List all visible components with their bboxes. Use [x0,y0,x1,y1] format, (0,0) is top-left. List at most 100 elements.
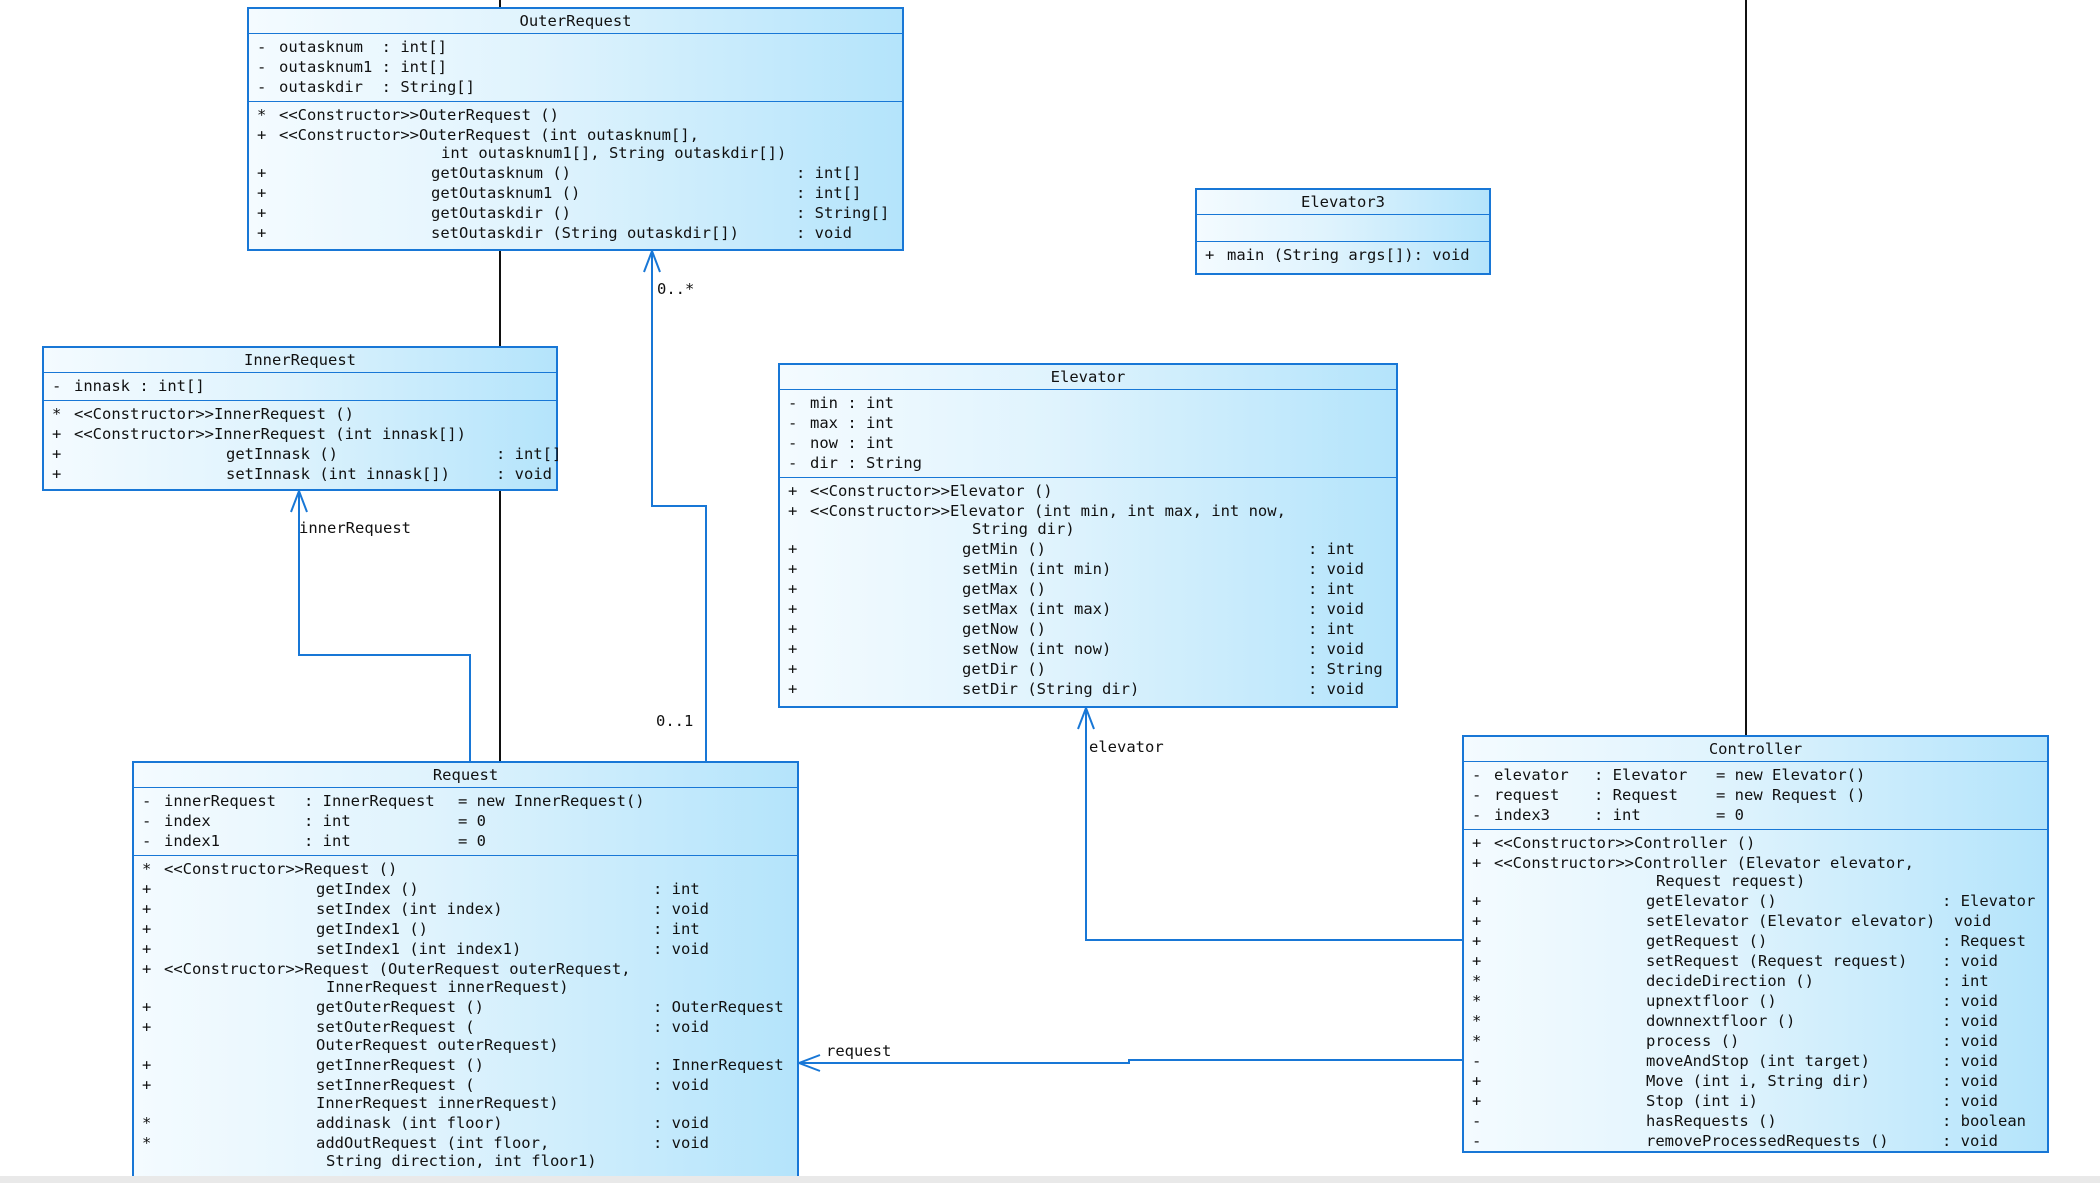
class-name: Elevator3 [1197,190,1489,215]
bottom-scroll-edge [0,1176,2100,1183]
operation-row: +getIndex (): int [142,880,700,898]
operation-row: +getOutasknum1 (): int[] [257,184,862,202]
operation-row: +getInnerRequest (): InnerRequest [142,1056,784,1074]
attributes-section: -innask : int[] [44,373,556,401]
operation-row: -hasRequests (): boolean [1472,1112,2026,1130]
class-controller[interactable]: Controller -elevator: Elevator= new Elev… [1462,735,2049,1153]
class-name: Request [134,763,797,788]
operation-row: +getElevator (): Elevator [1472,892,2036,910]
operation-row: +setIndex1 (int index1): void [142,940,709,958]
operation-row: +<<Constructor>>Elevator () [788,482,1053,500]
class-elevator3[interactable]: Elevator3 +main (String args[]): void [1195,188,1491,275]
operation-row: +setIndex (int index): void [142,900,709,918]
operation-row: +<<Constructor>>Controller (Elevator ele… [1472,854,1914,872]
multiplicity-request: 0..1 [656,712,694,730]
class-elevator[interactable]: Elevator -min : int -max : int -now : in… [778,363,1398,708]
operations-section: *<<Constructor>>OuterRequest () +<<Const… [249,102,902,247]
operation-row: +setOuterRequest (: void [142,1018,709,1036]
multiplicity-outer-request: 0..* [657,280,695,298]
attribute-row: -outasknum : int[] [257,38,447,56]
operations-section: +<<Constructor>>Controller () +<<Constru… [1464,830,2047,1155]
operation-row-continued: int outasknum1[], String outaskdir[]) [441,144,787,162]
attribute-row: -elevator: Elevator= new Elevator() [1472,766,1866,784]
operation-row-continued: InnerRequest innerRequest) [316,1094,559,1112]
operations-section: +<<Constructor>>Elevator () +<<Construct… [780,478,1396,703]
operation-row: +Move (int i, String dir): void [1472,1072,1998,1090]
operation-row: +getIndex1 (): int [142,920,700,938]
operation-row: *<<Constructor>>InnerRequest () [52,405,354,423]
operation-row: +setInnask (int innask[]): void [52,465,552,483]
operation-row: +getRequest (): Request [1472,932,2026,950]
attribute-row: -outasknum1 : int[] [257,58,447,76]
attribute-row: -request: Request= new Request () [1472,786,1866,804]
class-request[interactable]: Request -innerRequest: InnerRequest= new… [132,761,799,1183]
operation-row: +main (String args[]): void [1205,246,1470,264]
operations-section: *<<Constructor>>Request () +getIndex ():… [134,856,797,1175]
class-name: Elevator [780,365,1396,390]
operation-row: +<<Constructor>>Request (OuterRequest ou… [142,960,631,978]
attribute-row: -outaskdir : String[] [257,78,475,96]
operation-row: +setMax (int max): void [788,600,1364,618]
role-label-request: request [826,1042,892,1060]
operation-row: +getMax (): int [788,580,1355,598]
class-name: Controller [1464,737,2047,762]
operation-row: +setNow (int now): void [788,640,1364,658]
attributes-section [1197,215,1489,242]
attribute-row: -innask : int[] [52,377,205,395]
attributes-section: -elevator: Elevator= new Elevator() -req… [1464,762,2047,830]
attribute-row: -now : int [788,434,894,452]
association-controller-elevator [1085,708,1462,941]
operation-row: *downnextfloor (): void [1472,1012,1998,1030]
operation-row: +getOutasknum (): int[] [257,164,862,182]
operation-row: +getDir (): String [788,660,1383,678]
operation-row: +setOutaskdir (String outaskdir[]): void [257,224,852,242]
operation-row: *decideDirection (): int [1472,972,1989,990]
operation-row: +<<Constructor>>Elevator (int min, int m… [788,502,1286,520]
operation-row: +setElevator (Elevator elevator)void [1472,912,1992,930]
operations-section: +main (String args[]): void [1197,242,1489,269]
role-label-elevator: elevator [1089,738,1164,756]
attribute-row: -dir : String [788,454,922,472]
operation-row: *process (): void [1472,1032,1998,1050]
attributes-section: -min : int -max : int -now : int -dir : … [780,390,1396,478]
operations-section: *<<Constructor>>InnerRequest () +<<Const… [44,401,562,488]
operation-row-continued: String dir) [972,520,1075,538]
operation-row: +getOuterRequest (): OuterRequest [142,998,784,1016]
arrowhead-request [796,1054,821,1072]
class-name: InnerRequest [44,348,556,373]
class-inner-request[interactable]: InnerRequest -innask : int[] *<<Construc… [42,346,562,491]
operation-row-continued: InnerRequest innerRequest) [326,978,569,996]
association-controller-request [799,1059,1462,1064]
operation-row: -removeProcessedRequests (): void [1472,1132,1998,1150]
role-label-inner-request: innerRequest [299,519,411,537]
operation-row: *upnextfloor (): void [1472,992,1998,1010]
attribute-row: -min : int [788,394,894,412]
operation-row: +Stop (int i): void [1472,1092,1998,1110]
class-name: OuterRequest [249,9,902,34]
attributes-section: -outasknum : int[] -outasknum1 : int[] -… [249,34,902,102]
class-outer-request[interactable]: OuterRequest -outasknum : int[] -outaskn… [247,7,904,251]
arrowhead-inner-request [290,488,308,513]
operation-row: +setDir (String dir): void [788,680,1364,698]
association-request-inner-request [298,491,471,761]
operation-row: +setInnerRequest (: void [142,1076,709,1094]
attribute-row: -index3: int= 0 [1472,806,1744,824]
operation-row: *<<Constructor>>OuterRequest () [257,106,559,124]
operation-row: +setMin (int min): void [788,560,1364,578]
attribute-row: -index: int= 0 [142,812,486,830]
association-request-outer-request [651,251,707,761]
operation-row: +getNow (): int [788,620,1355,638]
operation-row: -moveAndStop (int target): void [1472,1052,1998,1070]
operation-row: +getInnask (): int[] [52,445,562,463]
arrowhead-elevator [1077,705,1095,730]
operation-row: +setRequest (Request request): void [1472,952,1998,970]
operation-row: *addinask (int floor): void [142,1114,709,1132]
operation-row: *<<Constructor>>Request () [142,860,398,878]
operation-row: +getMin (): int [788,540,1355,558]
attributes-section: -innerRequest: InnerRequest= new InnerRe… [134,788,797,856]
operation-row-continued: String direction, int floor1) [326,1152,597,1170]
attribute-row: -index1: int= 0 [142,832,486,850]
operation-row: +getOutaskdir (): String[] [257,204,890,222]
operation-row: *addOutRequest (int floor,: void [142,1134,709,1152]
